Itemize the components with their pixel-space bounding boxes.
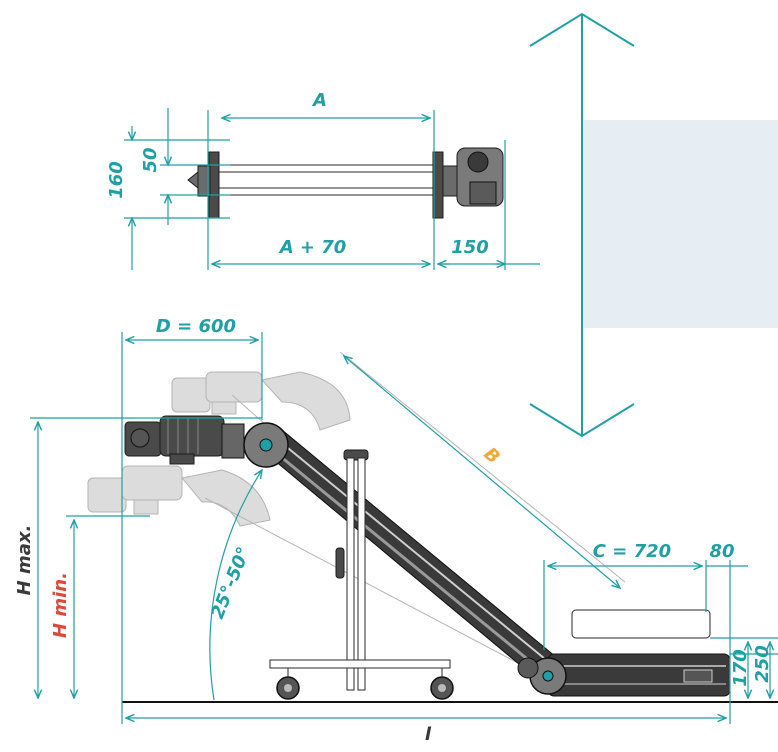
roller-top-view: [187, 147, 504, 219]
dimension-c-label: C = 720: [593, 541, 671, 562]
dimension-250-label: 250: [752, 645, 773, 683]
inclined-conveyor-belt: [249, 424, 563, 681]
h-min-label: H min.: [50, 572, 71, 638]
dimension-50-label: 50: [140, 147, 161, 172]
top-view-dimensions: A A + 70 150 160 50: [106, 90, 540, 270]
dimension-b-label: B: [480, 444, 504, 469]
dimension-150-label: 150: [451, 237, 489, 258]
dimension-a-plus-70-label: A + 70: [278, 237, 347, 258]
angle-range-label: 25°-50°: [207, 544, 255, 622]
h-max-label: H max.: [14, 525, 35, 596]
dimension-80-label: 80: [709, 541, 734, 562]
motor-drive-head: [124, 415, 289, 468]
dimension-170-label: 170: [730, 649, 751, 687]
dimension-160-label: 160: [106, 161, 127, 199]
dimension-a-label: A: [311, 90, 327, 111]
dimension-d-label: D = 600: [156, 316, 236, 337]
info-panel-background: [582, 120, 778, 328]
side-view-dimensions: D = 600 B C = 720 80 170 250 H max. H mi…: [14, 316, 778, 745]
horizontal-conveyor-section: [517, 609, 731, 697]
length-l-label: l: [425, 724, 432, 745]
